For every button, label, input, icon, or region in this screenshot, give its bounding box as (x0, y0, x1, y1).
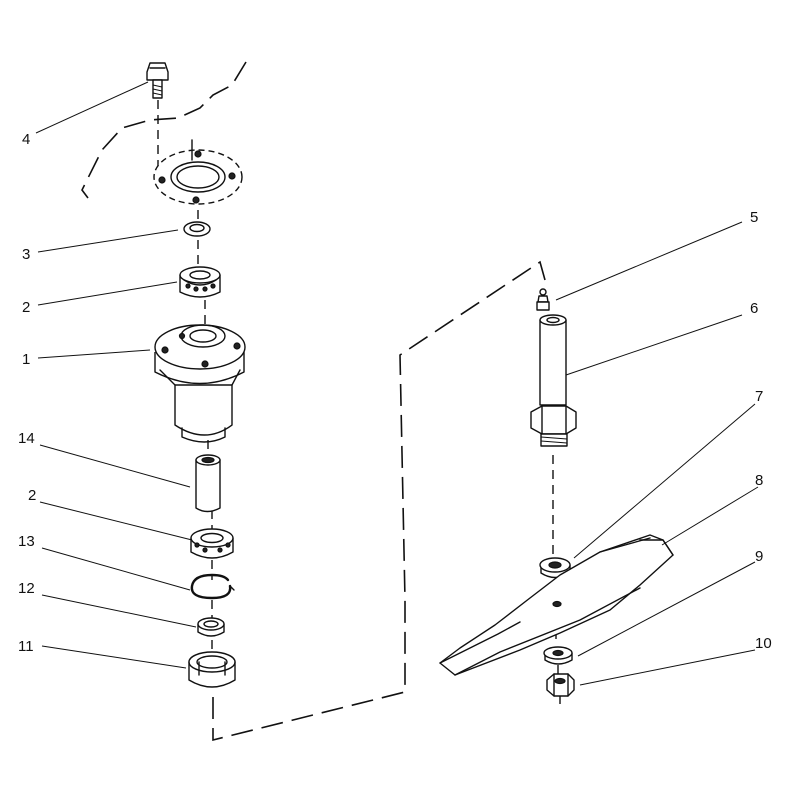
callout-2: 2 (22, 299, 30, 316)
spacer-tube-part (195, 454, 221, 513)
upper-bearing-part (179, 266, 221, 298)
blade-washer-part (539, 557, 571, 579)
callout-6: 6 (750, 300, 758, 317)
callout-4: 4 (22, 131, 30, 148)
callout-3: 3 (22, 246, 30, 263)
callout-13: 13 (18, 533, 35, 550)
seal-part (197, 617, 225, 637)
callout-10: 10 (755, 635, 772, 652)
callout-9: 9 (755, 548, 763, 565)
callout-labels: 4 3 2 1 14 2 13 12 11 5 6 7 8 9 10 (18, 131, 772, 655)
mower-blade-part (439, 534, 674, 676)
mounting-plate-part (153, 139, 243, 205)
lower-bearing-part (190, 528, 234, 559)
callout-11: 11 (18, 638, 34, 655)
hex-nut-part (546, 673, 575, 697)
callout-12: 12 (18, 580, 35, 597)
grease-fitting-part (536, 288, 550, 311)
callout-5: 5 (750, 209, 758, 226)
bolt-part (146, 62, 169, 99)
blade-shaft-part (530, 314, 577, 447)
lock-washer-part (543, 646, 573, 665)
callout-8: 8 (755, 472, 763, 489)
callout-14: 14 (18, 430, 35, 447)
callout-2: 2 (28, 487, 36, 504)
callout-7: 7 (755, 388, 763, 405)
leader-lines (35, 81, 759, 686)
snap-ring-part (190, 573, 235, 600)
spindle-housing-part (154, 324, 246, 443)
assembly-dashed-lines (81, 61, 561, 742)
callout-1: 1 (22, 351, 30, 368)
washer-part (183, 221, 211, 237)
cap-part (188, 651, 236, 688)
